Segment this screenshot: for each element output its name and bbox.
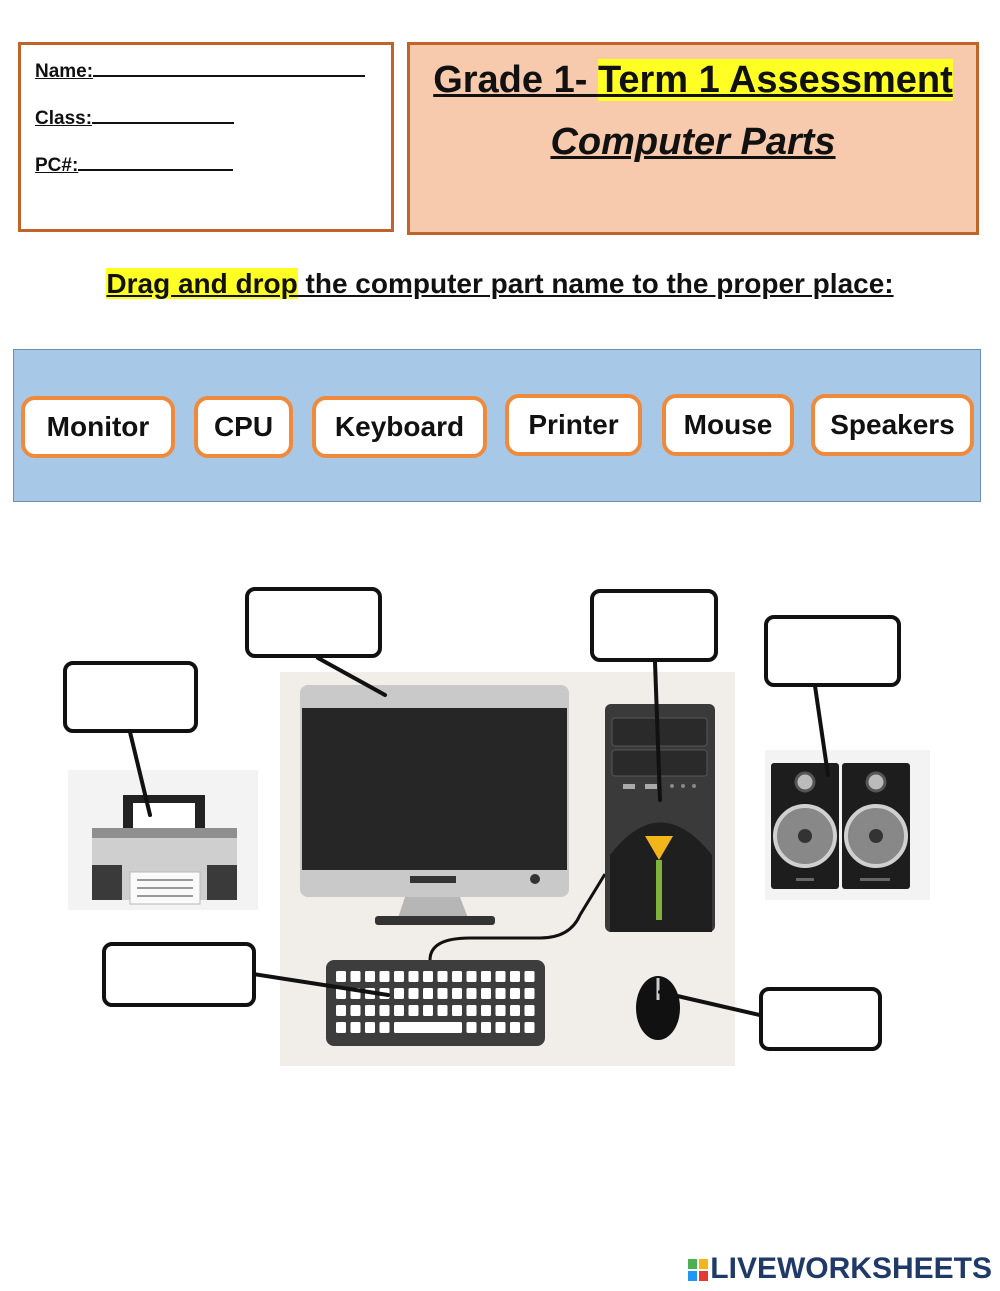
instruction: Drag and drop the computer part name to … [0, 268, 1000, 300]
keyboard-key [524, 971, 535, 982]
logo-text: LIVEWORKSHEETS [710, 1252, 992, 1285]
keyboard-key [510, 988, 520, 999]
keyboard-key [466, 1022, 477, 1033]
keyboard-key [452, 971, 462, 982]
keyboard-key [379, 971, 390, 982]
chip-speakers[interactable]: Speakers [811, 394, 974, 456]
drop-box-cpu[interactable] [590, 589, 718, 662]
keyboard-key [379, 1005, 390, 1016]
keyboard-key [365, 971, 375, 982]
keyboard-key [466, 971, 477, 982]
speakers-icon [765, 750, 930, 900]
keyboard-key [452, 988, 462, 999]
class-line: Class: [35, 106, 235, 130]
keyboard-key [524, 1022, 535, 1033]
title-box: Grade 1- Term 1 Assessment Computer Part… [407, 42, 979, 235]
keyboard-key [336, 1022, 346, 1033]
keyboard-key [408, 971, 419, 982]
keyboard-key [524, 1005, 535, 1016]
keyboard-key [481, 1005, 491, 1016]
keyboard-key [408, 988, 419, 999]
keyboard-key [437, 1005, 448, 1016]
keyboard-key [510, 1022, 520, 1033]
pc-label: PC#: [35, 155, 79, 176]
name-blank [93, 59, 366, 77]
monitor-icon [300, 685, 569, 925]
liveworksheets-logo: LIVEWORKSHEETS [688, 1252, 992, 1286]
mouse-icon [636, 976, 680, 1040]
title-prefix: Grade 1- [433, 59, 598, 101]
keyboard-key [365, 1022, 375, 1033]
keyboard-key [452, 1005, 462, 1016]
name-line: Name: [35, 59, 366, 83]
instruction-highlight: Drag and drop [106, 268, 298, 299]
chip-printer[interactable]: Printer [505, 394, 642, 456]
printer-icon [68, 770, 258, 910]
word-bank: Monitor CPU Keyboard Printer Mouse Speak… [13, 349, 981, 502]
keyboard-key [495, 971, 506, 982]
keyboard-key [437, 971, 448, 982]
keyboard-key [394, 988, 404, 999]
instruction-text: the computer part name to the proper pla… [297, 268, 894, 299]
page-title: Grade 1- Term 1 Assessment [410, 59, 976, 102]
cpu-tower-icon [605, 704, 715, 932]
keyboard-key [408, 1005, 419, 1016]
keyboard-key [481, 1022, 491, 1033]
drop-box-keyboard[interactable] [102, 942, 256, 1007]
drop-box-printer[interactable] [63, 661, 198, 733]
student-info-box: Name: Class: PC#: [18, 42, 394, 232]
computer-illustration [68, 656, 930, 1066]
keyboard-spacebar [394, 1022, 462, 1033]
chip-mouse[interactable]: Mouse [662, 394, 794, 456]
keyboard-key [495, 988, 506, 999]
keyboard-key [524, 988, 535, 999]
keyboard-key [365, 1005, 375, 1016]
page-subtitle: Computer Parts [550, 121, 836, 163]
keyboard-key [350, 1005, 361, 1016]
chip-monitor[interactable]: Monitor [21, 396, 175, 458]
keyboard-key [481, 988, 491, 999]
class-blank [92, 106, 235, 124]
cable [428, 873, 607, 961]
keyboard-key [481, 971, 491, 982]
title-highlight: Term 1 Assessment [597, 59, 953, 101]
drop-box-monitor[interactable] [245, 587, 382, 658]
class-label: Class: [35, 108, 93, 129]
logo-mark-icon [688, 1259, 709, 1281]
drop-box-speakers[interactable] [764, 615, 901, 687]
chip-cpu[interactable]: CPU [194, 396, 293, 458]
pc-blank [78, 153, 234, 171]
keyboard-key [336, 971, 346, 982]
keyboard-key [394, 1005, 404, 1016]
connector-lines [128, 656, 830, 1018]
name-label: Name: [35, 61, 94, 82]
keyboard-key [437, 988, 448, 999]
keyboard-key [379, 1022, 390, 1033]
keyboard-key [495, 1005, 506, 1016]
keyboard-key [466, 1005, 477, 1016]
keyboard-key [510, 971, 520, 982]
keyboard-icon [326, 960, 545, 1046]
pc-line: PC#: [35, 153, 234, 177]
drop-box-mouse[interactable] [759, 987, 882, 1051]
keyboard-key [510, 1005, 520, 1016]
keyboard-key [336, 988, 346, 999]
keyboard-key [336, 1005, 346, 1016]
chip-keyboard[interactable]: Keyboard [312, 396, 487, 458]
keyboard-key [423, 988, 433, 999]
keyboard-key [350, 1022, 361, 1033]
keyboard-key [423, 971, 433, 982]
keyboard-key [423, 1005, 433, 1016]
keyboard-key [394, 971, 404, 982]
keyboard-key [495, 1022, 506, 1033]
keyboard-key [466, 988, 477, 999]
keyboard-key [350, 971, 361, 982]
